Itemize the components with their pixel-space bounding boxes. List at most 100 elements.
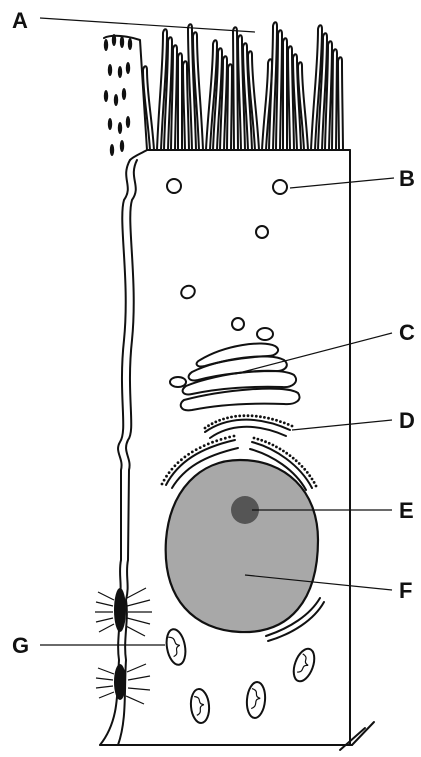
ribosome-dot: [215, 439, 218, 442]
ribosome-dot: [282, 450, 285, 453]
vesicles: [167, 179, 287, 340]
nucleus: [166, 460, 318, 632]
golgi-apparatus: [170, 344, 300, 411]
ribosome-dot: [222, 418, 225, 421]
ribosome-dot: [315, 485, 318, 488]
ribosome-dot: [275, 446, 278, 449]
ribosome-dot: [313, 481, 316, 484]
ribosome-dot: [184, 456, 187, 459]
ribosome-dot: [283, 422, 286, 425]
ribosome-dot: [174, 464, 177, 467]
ribosome-dot: [220, 438, 223, 441]
villus-cross-section: [120, 36, 124, 48]
villus-cross-section: [114, 94, 118, 106]
ribosome-dot: [279, 420, 282, 423]
desmosomes: [95, 588, 152, 704]
ribosome-dot: [207, 443, 210, 446]
label-d: D: [399, 408, 415, 433]
ribosome-dot: [228, 436, 231, 439]
ribosome-dot: [264, 440, 267, 443]
label-a: A: [12, 8, 28, 33]
ribosome-dot: [224, 437, 227, 440]
ribosome-dot: [165, 475, 168, 478]
microvillus: [332, 49, 337, 150]
ribosome-dot: [233, 435, 236, 438]
villus-cross-section: [126, 116, 130, 128]
ribosome-dot: [272, 444, 275, 447]
ribosome-dot: [285, 452, 288, 455]
ribosome-dot: [271, 418, 274, 421]
ribosome-dot: [243, 414, 246, 417]
ribosome-dot: [308, 474, 311, 477]
villus-cross-section: [118, 66, 122, 78]
ribosome-dot: [195, 448, 198, 451]
ribosome-dot: [268, 442, 271, 445]
label-e: E: [399, 498, 414, 523]
microvillus: [178, 53, 182, 150]
ribosome-dot: [161, 483, 164, 486]
ribosome-dot: [238, 415, 241, 418]
microvilli: [143, 22, 343, 150]
villus-cross-section: [118, 122, 122, 134]
microvillus: [338, 57, 343, 150]
ribosome-dot: [279, 448, 282, 451]
ribosome-dot: [199, 446, 202, 449]
villus-cross-section: [110, 144, 114, 156]
villus-cross-section: [104, 90, 108, 102]
ribosome-dot: [187, 453, 190, 456]
microvillus: [183, 61, 189, 150]
ribosome-dot: [226, 417, 229, 420]
ribosome-dot: [180, 458, 183, 461]
ribosome-dot: [303, 468, 306, 471]
ribosome-dot: [218, 419, 221, 422]
villus-cross-section: [120, 140, 124, 152]
ribosome-dot: [214, 421, 217, 424]
villus-cross-section: [126, 62, 130, 74]
ribosome-dot: [251, 414, 254, 417]
ribosome-dot: [292, 457, 295, 460]
label-b: B: [399, 166, 415, 191]
ribosome-dot: [204, 427, 207, 430]
microvillus: [283, 38, 287, 150]
ribosome-dot: [267, 417, 270, 420]
ribosome-dot: [247, 414, 250, 417]
mitochondria: [164, 628, 318, 724]
label-c: C: [399, 320, 415, 345]
villus-cross-section: [122, 88, 126, 100]
microvillus: [227, 64, 232, 150]
ribosome-dot: [211, 422, 214, 425]
ribosome-dot: [298, 462, 301, 465]
label-f: F: [399, 578, 412, 603]
ribosome-dot: [163, 479, 166, 482]
ribosome-dot: [255, 415, 258, 418]
ribosome-dot: [301, 465, 304, 468]
ribosome-dot: [253, 437, 256, 440]
villus-cross-section: [128, 38, 132, 50]
ribosome-dot: [260, 439, 263, 442]
ribosome-dot: [230, 416, 233, 419]
ribosome-dot: [291, 425, 294, 428]
ribosome-dot: [207, 424, 210, 427]
ribosome-dot: [171, 468, 174, 471]
ribosome-dot: [168, 471, 171, 474]
ribosome-dot: [306, 471, 309, 474]
ribosome-dot: [211, 441, 214, 444]
ribosome-dot: [311, 478, 314, 481]
ribosome-dot: [177, 461, 180, 464]
villus-cross-section: [108, 64, 112, 76]
ribosome-dot: [234, 415, 237, 418]
villus-cross-section: [108, 118, 112, 130]
ribosome-dot: [257, 438, 260, 441]
ribosome-dot: [275, 419, 278, 422]
ribosome-dot: [203, 444, 206, 447]
label-g: G: [12, 633, 29, 658]
neighbor-cell-villi: [104, 34, 147, 160]
ribosome-dot: [287, 423, 290, 426]
cell-membrane: [100, 150, 374, 750]
ribosome-dot: [295, 459, 298, 462]
ribosome-dot: [191, 451, 194, 454]
ribosome-dot: [289, 454, 292, 457]
ribosome-dot: [259, 415, 262, 418]
